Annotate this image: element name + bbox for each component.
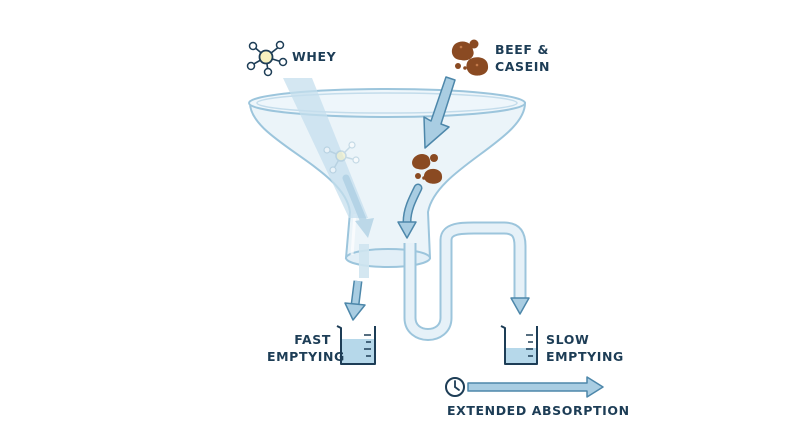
- food-clumps-icon: [451, 39, 489, 76]
- fast-emptying-line2: EMPTYING: [267, 349, 345, 364]
- fast-flow: [344, 244, 369, 321]
- whey-label-text: WHEY: [292, 49, 337, 64]
- whey-flow-arrow: [342, 174, 374, 238]
- fast-beaker-icon: [336, 325, 376, 365]
- beef-casein-label: BEEF & CASEIN: [495, 41, 550, 75]
- fast-emptying-line1: FAST: [294, 332, 331, 347]
- fast-emptying-label: FAST EMPTYING: [267, 331, 345, 365]
- slow-emptying-line1: SLOW: [546, 332, 590, 347]
- beef-casein-flow-arrow: [397, 183, 423, 239]
- funnel: [248, 88, 527, 268]
- whey-molecule-faint-icon: [323, 141, 360, 174]
- extended-absorption-label: EXTENDED ABSORPTION: [447, 402, 630, 419]
- slow-flow-pipe: [403, 221, 530, 341]
- slow-emptying-line2: EMPTYING: [546, 349, 624, 364]
- extended-absorption-arrow: [467, 376, 604, 398]
- extended-absorption-text: EXTENDED ABSORPTION: [447, 403, 630, 418]
- beef-casein-label-line1: BEEF &: [495, 42, 549, 57]
- slow-beaker-icon: [500, 325, 538, 365]
- clock-icon: [445, 377, 465, 397]
- food-clumps-in-funnel-icon: [412, 153, 443, 184]
- beef-casein-input-arrow: [423, 76, 456, 149]
- whey-stream: [283, 78, 374, 238]
- slow-emptying-label: SLOW EMPTYING: [546, 331, 624, 365]
- molecule-icon: [246, 40, 288, 77]
- beef-casein-label-line2: CASEIN: [495, 59, 551, 74]
- whey-label: WHEY: [292, 48, 336, 65]
